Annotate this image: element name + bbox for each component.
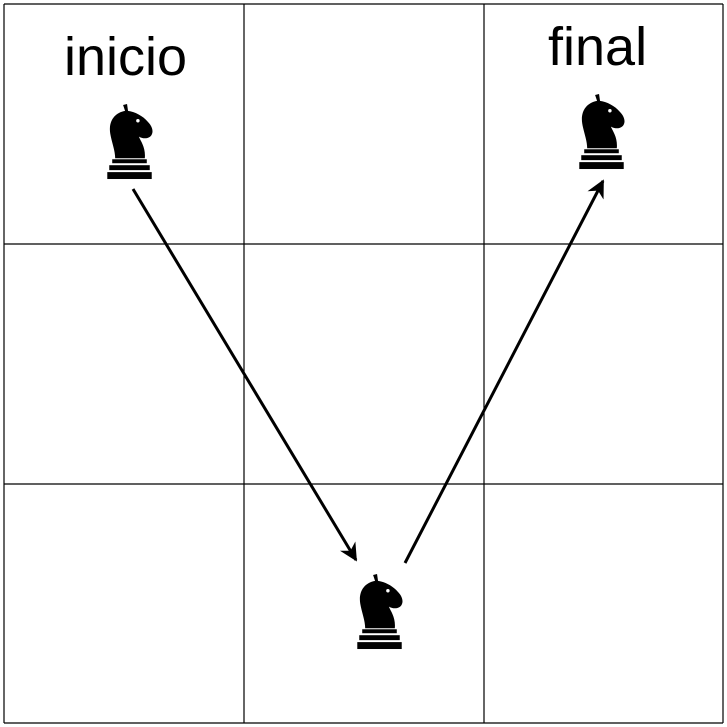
board-grid: [3, 3, 724, 724]
knight-middle-icon: [357, 573, 403, 650]
move-arrow-2: [403, 179, 605, 564]
knight-pieces: [107, 93, 625, 650]
move-arrow-1: [131, 188, 358, 562]
start-label: inicio: [64, 27, 188, 87]
end-label: final: [548, 17, 648, 77]
knight-end-icon: [579, 93, 625, 170]
knight-start-icon: [107, 103, 153, 180]
move-arrows: [131, 179, 605, 564]
